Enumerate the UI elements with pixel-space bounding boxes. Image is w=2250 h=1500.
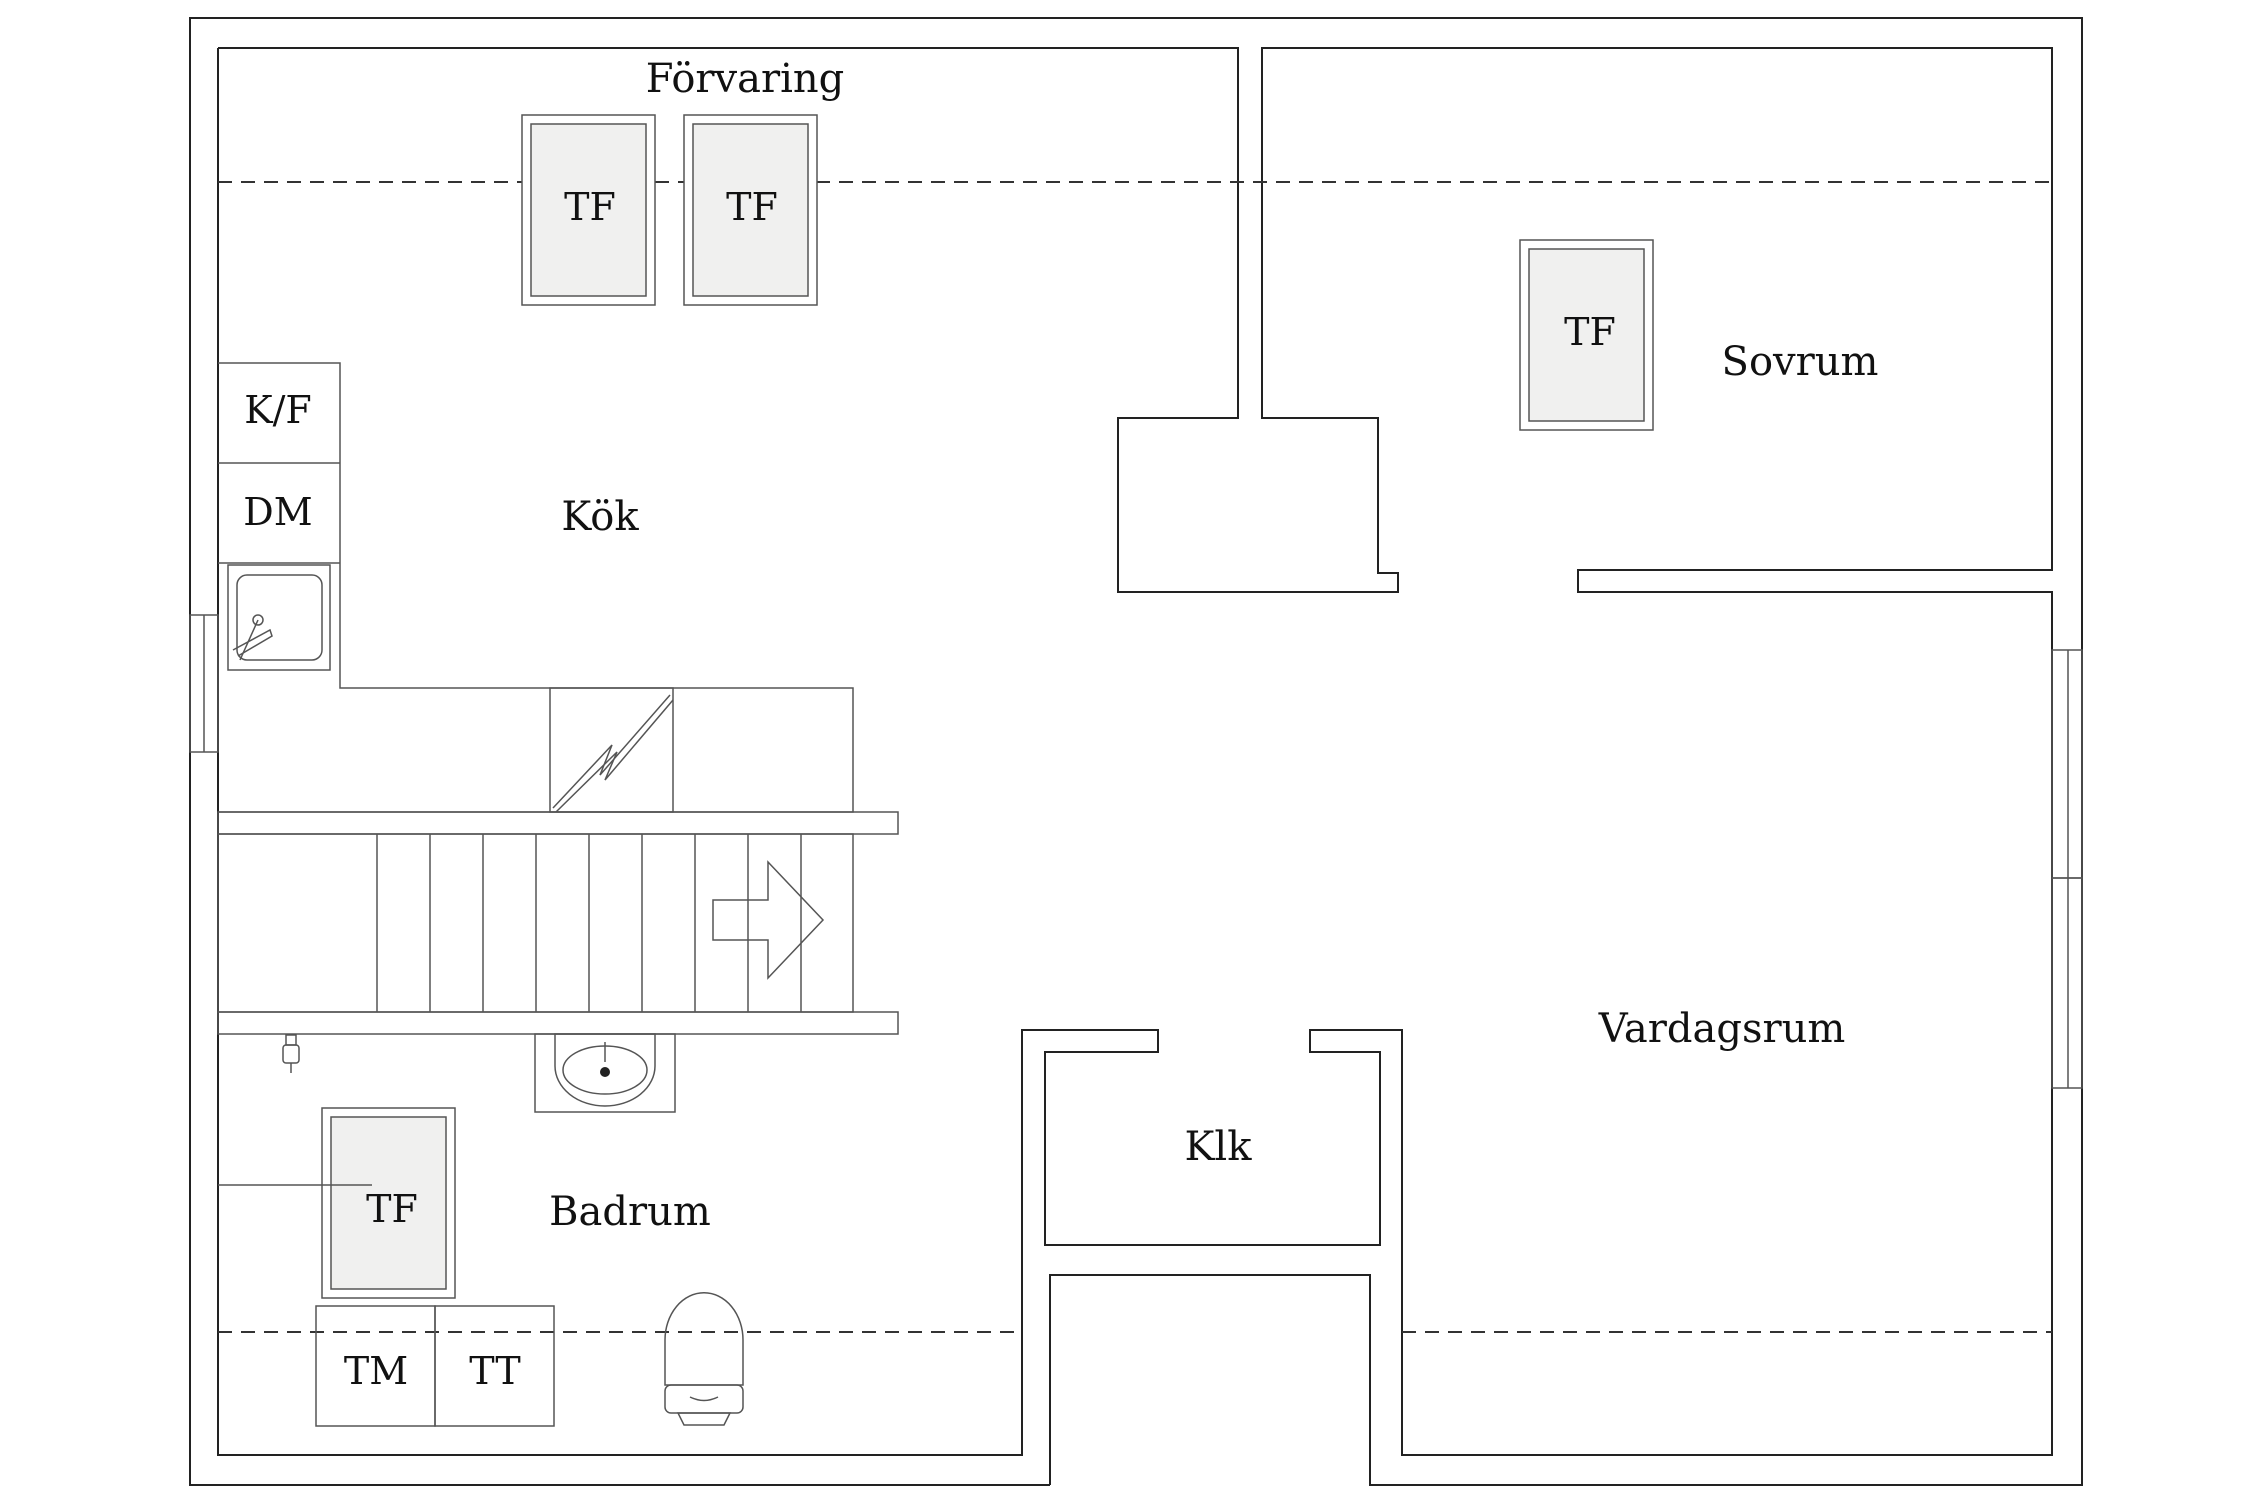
room-label-kitchen: Kök	[561, 494, 639, 540]
dryer: TT	[434, 1305, 555, 1427]
skylight-label: TF	[1564, 310, 1616, 354]
room-label-storage: Förvaring	[646, 56, 845, 102]
svg-text:DM: DM	[243, 490, 312, 534]
skylight-label: TF	[726, 185, 778, 229]
skylight-1: TF	[521, 114, 656, 306]
washing-machine: TM	[315, 1305, 436, 1427]
svg-text:K/F: K/F	[244, 388, 312, 432]
east-windows	[2051, 649, 2083, 1089]
west-window	[189, 614, 219, 753]
skylight-3: TF	[1519, 239, 1654, 431]
room-label-bedroom: Sovrum	[1722, 339, 1879, 385]
toilet-icon	[664, 1292, 744, 1426]
washbasin-icon	[534, 1033, 676, 1113]
staircase	[217, 811, 899, 1035]
sink-icon	[227, 564, 331, 671]
fridge-freezer: K/F	[244, 388, 312, 432]
svg-text:TT: TT	[469, 1349, 520, 1393]
svg-text:TM: TM	[344, 1349, 408, 1393]
stair-direction-arrow-icon	[712, 860, 825, 980]
room-label-closet: Klk	[1185, 1124, 1253, 1170]
dishwasher: DM	[243, 490, 312, 534]
skylight-label: TF	[366, 1187, 418, 1231]
skylight-label: TF	[564, 185, 616, 229]
room-label-living-room: Vardagsrum	[1598, 1006, 1846, 1052]
room-label-bathroom: Badrum	[549, 1189, 711, 1235]
skylight-4: TF	[321, 1107, 456, 1299]
faucet-icon	[282, 1034, 300, 1073]
outer-walls	[189, 17, 2083, 1486]
kitchen-counter	[218, 362, 854, 813]
chimney-icon	[549, 687, 674, 813]
skylight-2: TF	[683, 114, 818, 306]
